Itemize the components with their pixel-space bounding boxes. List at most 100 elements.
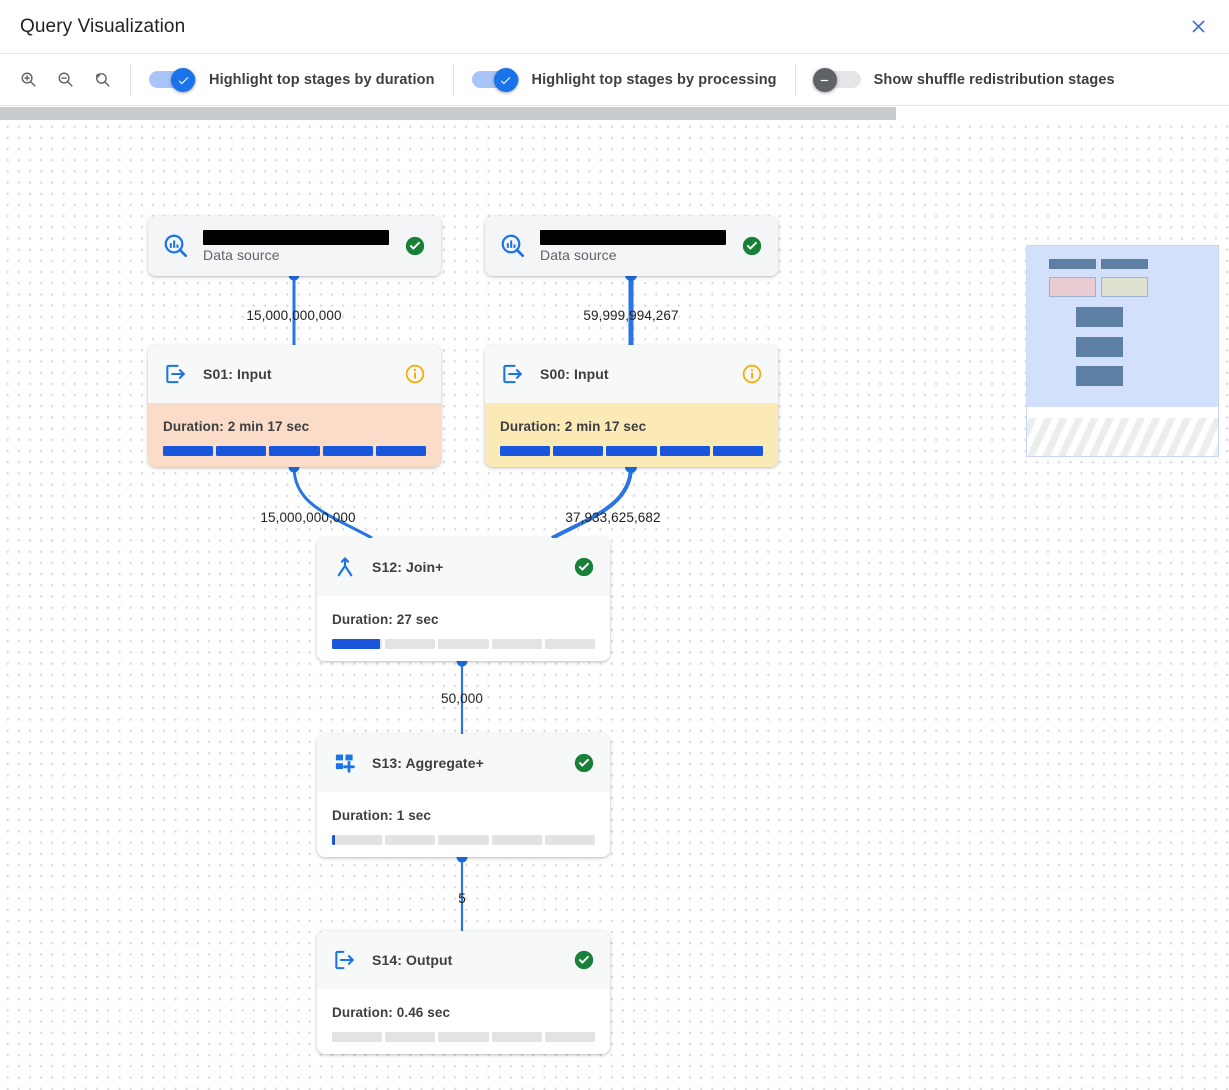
minimap-node: [1049, 277, 1096, 297]
node-stage-s14[interactable]: S14: Output Duration: 0.46 sec: [317, 931, 610, 1054]
progress-segment: [332, 639, 383, 649]
switch-knob: [171, 68, 195, 92]
progress-bar: [500, 446, 763, 456]
node-header: S14: Output: [317, 931, 610, 989]
toolbar-divider: [794, 63, 796, 96]
data-source-search-icon: [498, 231, 528, 261]
progress-segment: [553, 446, 604, 456]
progress-segment: [491, 1032, 542, 1042]
progress-segment: [659, 446, 710, 456]
node-body: Duration: 2 min 17 sec: [485, 403, 778, 467]
node-title: S00: Input: [540, 366, 609, 382]
aggregate-plus-icon: [330, 748, 360, 778]
progress-segment: [385, 1032, 436, 1042]
horizontal-scrollbar-thumb[interactable]: [0, 107, 896, 120]
node-data-source-right[interactable]: Data source: [485, 216, 778, 276]
canvas-dot-grid: [0, 120, 1229, 1090]
check-circle-icon: [403, 234, 427, 258]
progress-bar: [332, 835, 595, 845]
minimap-node: [1101, 259, 1148, 269]
minimap-node: [1076, 307, 1123, 327]
toggle-label-shuffle: Show shuffle redistribution stages: [873, 71, 1115, 88]
switch-knob: [812, 68, 837, 92]
graph-canvas[interactable]: 15,000,000,000 59,999,994,267 15,000,000…: [0, 107, 1229, 1090]
info-circle-icon[interactable]: [740, 362, 764, 386]
progress-segment: [163, 446, 214, 456]
progress-segment: [491, 639, 542, 649]
progress-segment: [269, 446, 320, 456]
node-header: S01: Input: [148, 345, 441, 403]
minimap-node: [1076, 366, 1123, 386]
node-data-source-left[interactable]: Data source: [148, 216, 441, 276]
switch-knob: [493, 68, 518, 92]
toolbar-divider: [130, 63, 131, 96]
zoom-out-icon[interactable]: [51, 66, 79, 94]
window-titlebar: Query Visualization: [0, 0, 1229, 53]
progress-bar: [332, 1032, 595, 1042]
edge-label-rows: 15,000,000,000: [260, 510, 356, 525]
node-duration: Duration: 1 sec: [332, 808, 432, 823]
visualization-toolbar: Highlight top stages by duration Highlig…: [0, 53, 1229, 106]
node-header: S12: Join+: [317, 538, 610, 596]
edge-label-rows: 59,999,994,267: [583, 308, 679, 323]
node-body: Duration: 1 sec: [317, 792, 610, 857]
edge-label-rows: 15,000,000,000: [246, 308, 342, 323]
toggle-highlight-duration[interactable]: Highlight top stages by duration: [131, 54, 453, 105]
close-icon[interactable]: [1181, 10, 1215, 44]
node-body: Duration: 0.46 sec: [317, 989, 610, 1054]
data-source-search-icon: [161, 231, 191, 261]
node-title: S12: Join+: [372, 559, 444, 575]
zoom-reset-icon[interactable]: [88, 66, 116, 94]
progress-segment: [606, 446, 657, 456]
progress-segment: [438, 639, 489, 649]
page-title: Query Visualization: [20, 15, 186, 37]
node-stage-s12[interactable]: S12: Join+ Duration: 27 sec: [317, 538, 610, 661]
node-stage-s00[interactable]: S00: Input Duration: 2 min 17 sec: [485, 345, 778, 467]
join-merge-icon: [330, 552, 360, 582]
node-header: Data source: [485, 216, 778, 276]
node-header: S00: Input: [485, 345, 778, 403]
node-header: Data source: [148, 216, 441, 276]
edge-label-rows: 37,933,625,682: [565, 510, 661, 525]
node-duration: Duration: 0.46 sec: [332, 1005, 451, 1020]
progress-segment: [332, 1032, 383, 1042]
check-circle-icon: [572, 555, 596, 579]
toggle-label-duration: Highlight top stages by duration: [209, 71, 435, 88]
progress-segment: [438, 835, 489, 845]
node-title: S13: Aggregate+: [372, 755, 484, 771]
node-title: S14: Output: [372, 952, 453, 968]
node-duration: Duration: 2 min 17 sec: [500, 419, 647, 434]
data-source-name-redacted: [540, 229, 726, 245]
node-duration: Duration: 2 min 17 sec: [163, 419, 310, 434]
toggle-switch-processing[interactable]: [471, 68, 519, 92]
check-circle-icon: [740, 234, 764, 258]
info-circle-icon[interactable]: [403, 362, 427, 386]
minimap-viewport[interactable]: [1027, 246, 1218, 407]
edge-label-rows: 50,000: [441, 691, 483, 706]
progress-segment: [216, 446, 267, 456]
progress-bar: [332, 639, 595, 649]
horizontal-scrollbar[interactable]: [0, 107, 1229, 120]
input-arrow-icon: [161, 359, 191, 389]
node-stage-s01[interactable]: S01: Input Duration: 2 min 17 sec: [148, 345, 441, 467]
graph-minimap[interactable]: [1026, 245, 1219, 457]
toggle-switch-duration[interactable]: [149, 68, 196, 92]
toggle-highlight-processing[interactable]: Highlight top stages by processing: [454, 54, 795, 105]
node-body: Duration: 2 min 17 sec: [148, 403, 441, 467]
zoom-in-icon[interactable]: [14, 66, 42, 94]
data-source-text: Data source: [540, 229, 728, 263]
zoom-controls: [0, 54, 130, 105]
node-header: S13: Aggregate+: [317, 734, 610, 792]
toggle-show-shuffle[interactable]: Show shuffle redistribution stages: [796, 54, 1133, 105]
progress-segment: [375, 446, 426, 456]
node-title: S01: Input: [203, 366, 272, 382]
progress-segment: [500, 446, 551, 456]
toggle-switch-shuffle[interactable]: [812, 68, 861, 92]
progress-bar: [163, 446, 426, 456]
progress-segment: [385, 639, 436, 649]
node-stage-s13[interactable]: S13: Aggregate+ Duration: 1 sec: [317, 734, 610, 857]
edge-label-rows: 5: [458, 891, 466, 906]
progress-segment: [332, 835, 383, 845]
node-body: Duration: 27 sec: [317, 596, 610, 661]
